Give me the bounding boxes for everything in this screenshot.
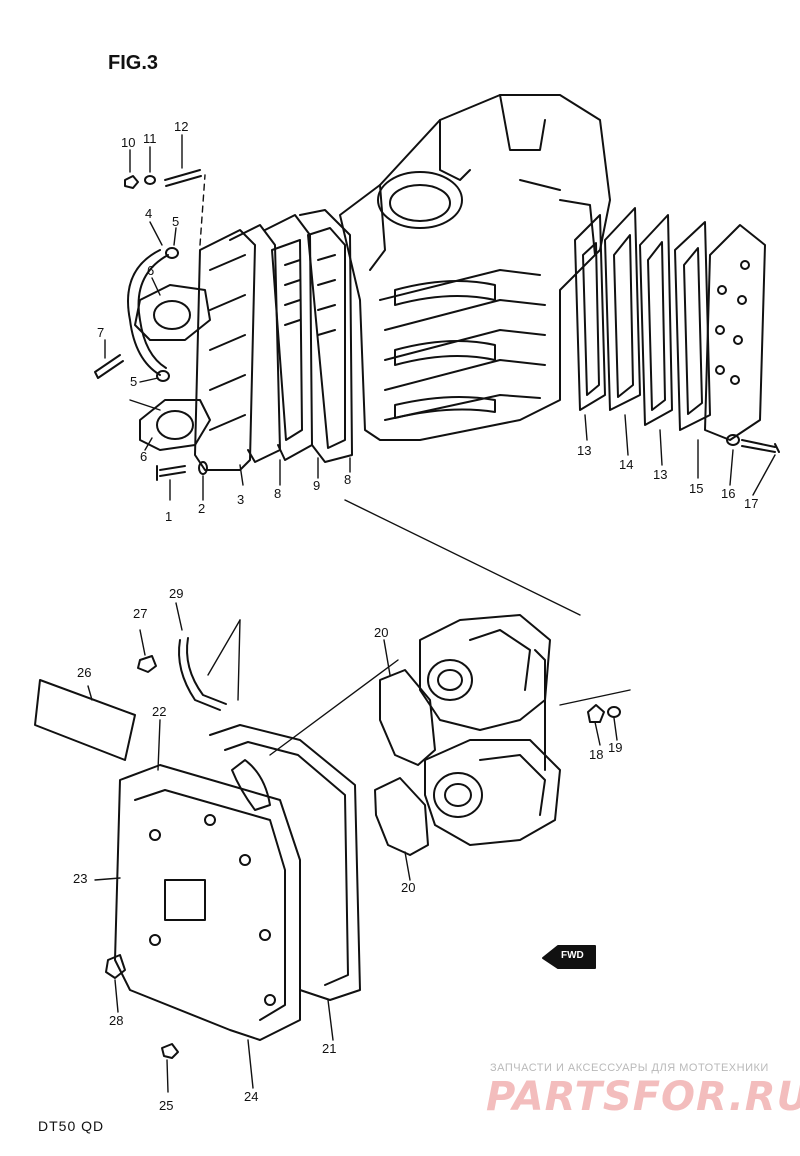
part-label-21: 21	[322, 1041, 337, 1056]
part-label-18: 18	[589, 747, 604, 762]
part-label-5-lower: 5	[130, 374, 138, 389]
intake-reed-assembly-drawing	[94, 169, 353, 481]
part-label-14: 14	[619, 457, 634, 472]
part-label-1: 1	[165, 509, 173, 524]
part-label-29: 29	[169, 586, 184, 601]
part-label-16: 16	[721, 486, 736, 501]
part-label-15: 15	[689, 481, 704, 496]
fwd-arrow-drawing	[542, 945, 596, 969]
cylinder-block-drawing	[339, 94, 611, 441]
figure-title: FIG.3	[108, 52, 159, 74]
part-label-20-upper: 20	[374, 625, 389, 640]
carburetor-assembly-drawing	[374, 614, 621, 856]
part-label-8-right: 8	[344, 472, 352, 487]
part-label-2: 2	[198, 501, 206, 516]
part-label-23: 23	[73, 871, 88, 886]
watermark-caption: ЗАПЧАСТИ И АКСЕССУАРЫ ДЛЯ МОТОТЕХНИКИ	[490, 1062, 769, 1074]
part-label-27: 27	[133, 606, 148, 621]
part-label-10: 10	[121, 135, 136, 150]
part-label-17: 17	[744, 496, 759, 511]
model-code: DT50 QD	[38, 1118, 105, 1134]
part-label-7: 7	[97, 325, 105, 340]
right-gasket-stack-drawing	[574, 207, 780, 453]
part-label-6-upper: 6	[147, 263, 155, 278]
silencer-cover-drawing	[34, 637, 361, 1059]
part-label-8-left: 8	[274, 486, 282, 501]
part-label-13-right: 13	[653, 467, 668, 482]
part-label-28: 28	[109, 1013, 124, 1028]
part-label-20-lower: 20	[401, 880, 416, 895]
part-label-11: 11	[143, 131, 157, 146]
part-label-26: 26	[77, 665, 92, 680]
part-label-25: 25	[159, 1098, 174, 1113]
forward-label: FWD	[561, 950, 584, 961]
part-label-13-left: 13	[577, 443, 592, 458]
part-label-4: 4	[145, 206, 153, 221]
part-label-12: 12	[174, 119, 189, 134]
forward-direction-marker: FWD	[543, 946, 595, 968]
part-label-19: 19	[608, 740, 623, 755]
watermark-logo: PARTSFOR.RU	[486, 1074, 800, 1120]
part-label-9: 9	[313, 478, 321, 493]
part-label-3: 3	[237, 492, 245, 507]
part-label-5-upper: 5	[172, 214, 180, 229]
part-label-24: 24	[244, 1089, 259, 1104]
part-label-6-lower: 6	[140, 449, 148, 464]
leader-lines	[87, 134, 776, 1093]
part-label-22: 22	[152, 704, 167, 719]
